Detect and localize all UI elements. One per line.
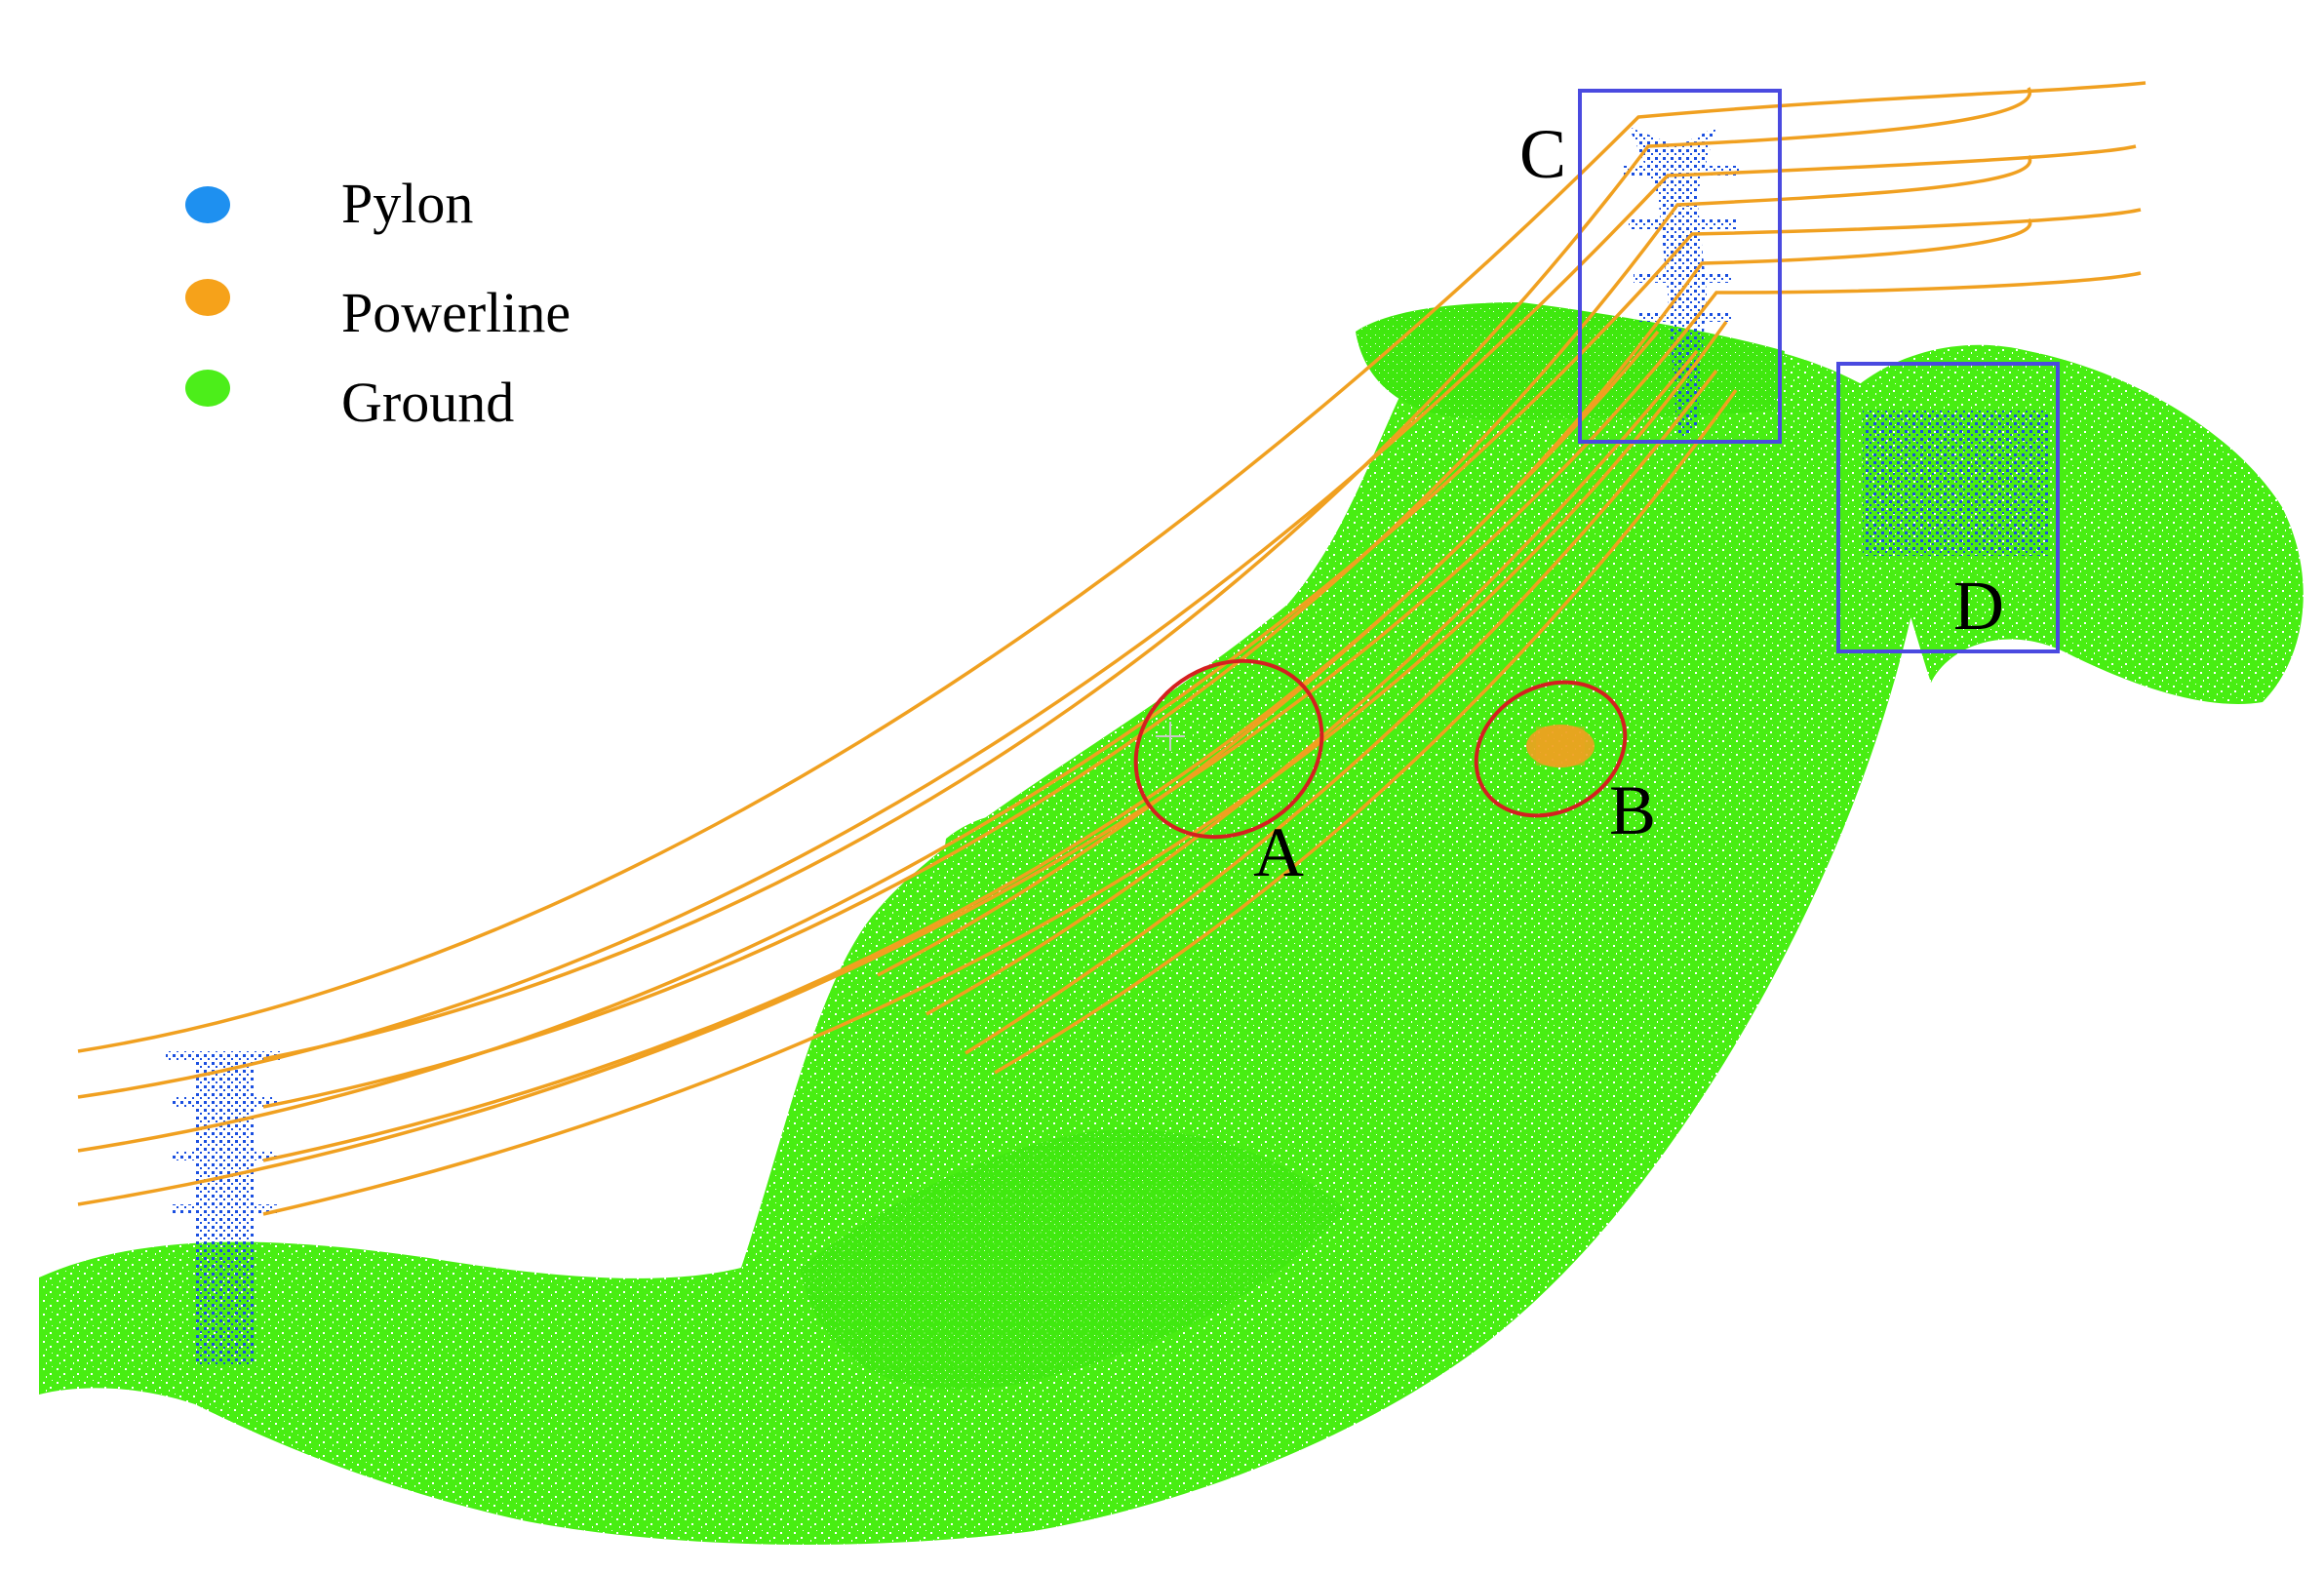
region-b-orange-cluster (1526, 725, 1595, 767)
powerline-3 (77, 208, 2142, 1153)
legend-marker-ground (185, 370, 230, 407)
powerline-1 (77, 81, 2147, 1053)
powerline-9 (877, 330, 1660, 977)
region-a-ellipse (1133, 658, 1324, 840)
powerline-11 (965, 369, 1718, 1055)
powerline-4 (77, 271, 2142, 1206)
powerline-5 (262, 87, 2032, 1061)
annotation-labels: A B C D (1253, 115, 2004, 891)
box-d-blue-cluster (1863, 410, 2048, 556)
powerline-2 (77, 144, 2137, 1099)
ground-lower-fold (800, 1129, 1346, 1390)
region-b-ellipse (1474, 680, 1628, 818)
powerline-6 (262, 155, 2032, 1109)
legend-marker-powerline (185, 279, 230, 316)
ground-point-cloud (39, 302, 2304, 1545)
region-d-box (1836, 362, 2060, 653)
label-c: C (1519, 115, 1566, 193)
legend-label-powerline: Powerline (341, 281, 571, 344)
annotation-markers (1133, 89, 2060, 840)
legend-label-ground: Ground (341, 371, 514, 434)
crosshair-marker (1156, 722, 1185, 751)
label-a: A (1253, 813, 1304, 891)
left-pylon (166, 1051, 283, 1365)
legend: Pylon Powerline Ground (185, 172, 571, 434)
label-b: B (1609, 771, 1656, 849)
powerline-8 (262, 320, 1728, 1216)
pylon-points (166, 127, 2048, 1365)
powerline-10 (926, 349, 1699, 1016)
legend-marker-pylon (185, 186, 230, 223)
powerline-12 (994, 388, 1738, 1075)
legend-label-pylon: Pylon (341, 172, 473, 235)
powerline-points (77, 81, 2147, 1216)
label-d: D (1953, 567, 2004, 645)
region-c-box (1578, 89, 1782, 444)
